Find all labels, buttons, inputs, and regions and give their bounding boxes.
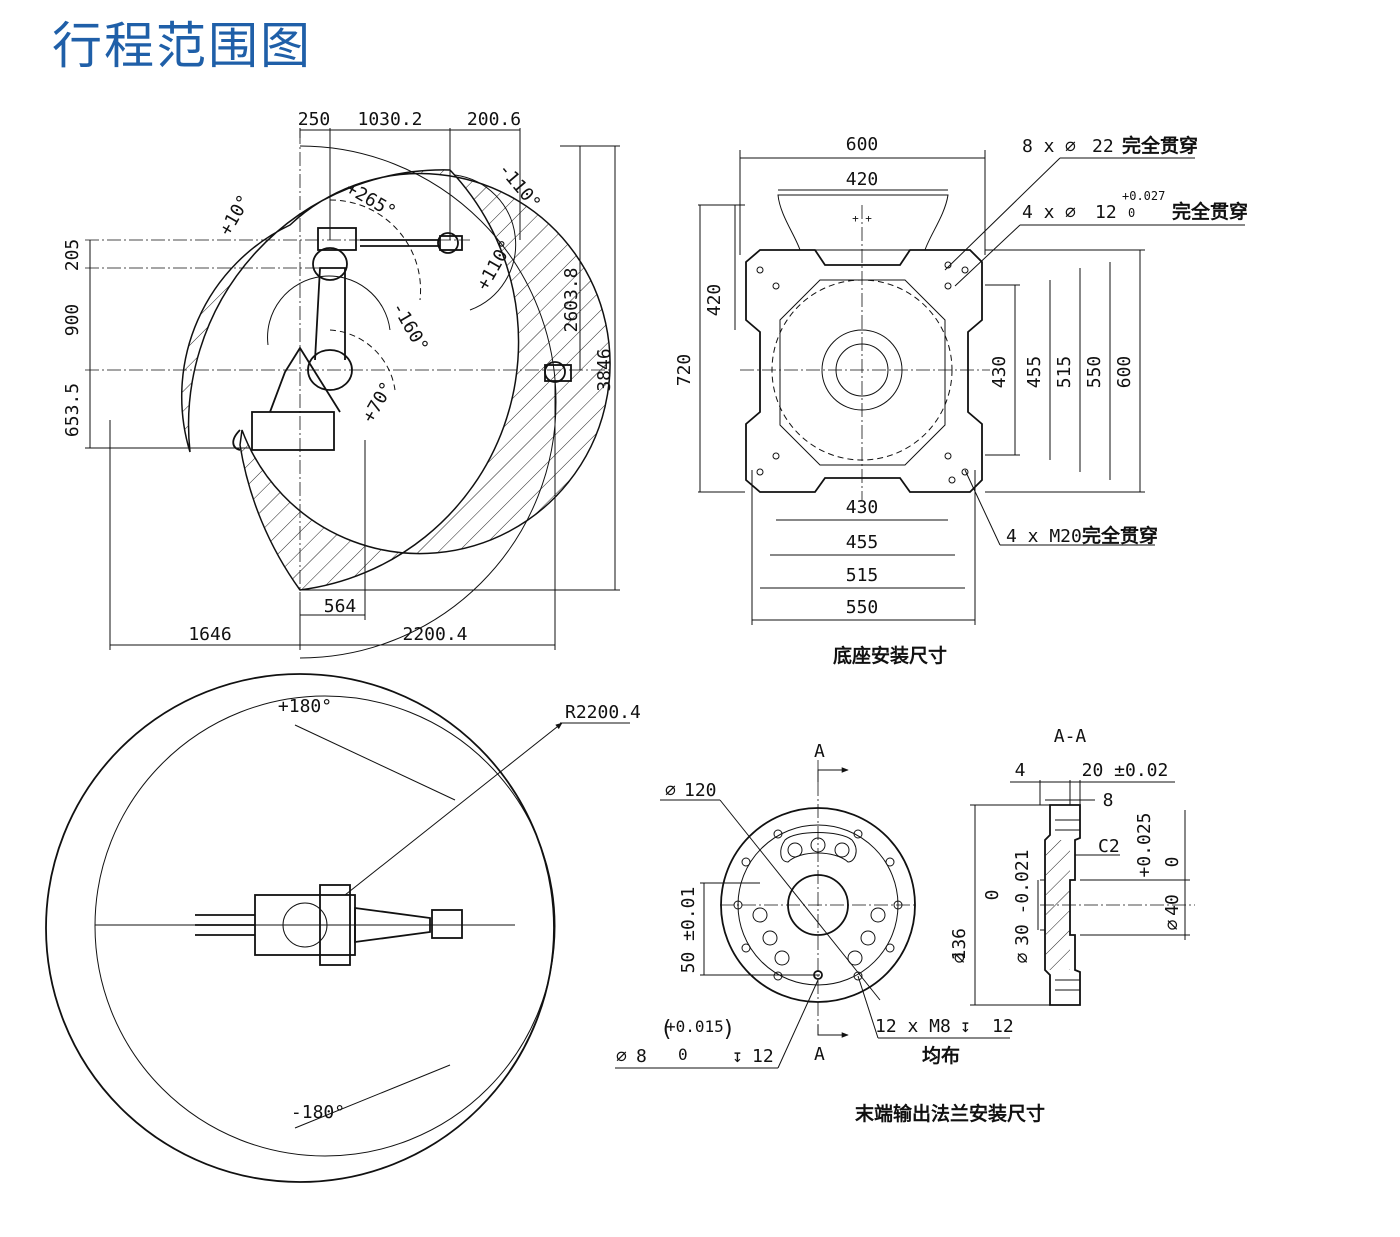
dim-420-top: 420 bbox=[846, 169, 879, 190]
dim-2200-4: 2200.4 bbox=[402, 624, 467, 645]
dim-3846: 3846 bbox=[594, 348, 615, 391]
dim-420-left: 420 bbox=[704, 284, 725, 317]
dim-1030-2: 1030.2 bbox=[357, 109, 422, 130]
note-holes-22-count: 8 x bbox=[1022, 136, 1055, 157]
bracket-left-icon: ( bbox=[660, 1017, 673, 1042]
robot-arm-top bbox=[195, 884, 463, 966]
dim-515-right: 515 bbox=[1054, 356, 1075, 389]
diameter-symbol-icon: ⌀ bbox=[665, 780, 676, 801]
dim-8-label: 8 bbox=[1103, 790, 1114, 811]
flange-section-view: A-A 4 20 ±0.02 8 C2 136 ⌀ 0 -0.021 30 ⌀ … bbox=[949, 726, 1195, 1006]
chamfer-label: C2 bbox=[1098, 836, 1120, 857]
note-holes-12-tol-lower: 0 bbox=[1128, 206, 1135, 220]
dim-430-right: 430 bbox=[989, 356, 1010, 389]
base-mount-dimensions bbox=[698, 150, 1245, 625]
pin-dia-label: 8 bbox=[636, 1046, 647, 1067]
dim-455-bottom: 455 bbox=[846, 532, 879, 553]
angle-plus-70: +70° bbox=[358, 378, 398, 426]
robot-arm-side bbox=[232, 227, 572, 451]
dim-2603-8: 2603.8 bbox=[561, 267, 582, 332]
angle-plus-180: +180° bbox=[278, 696, 332, 717]
section-mark-top: A bbox=[814, 741, 825, 762]
flange-caption: 末端输出法兰安装尺寸 bbox=[855, 1102, 1045, 1125]
note-holes-12-text: 完全贯穿 bbox=[1172, 200, 1248, 223]
dia-40-label: 40 bbox=[1162, 894, 1183, 916]
dim-20-label: 20 ±0.02 bbox=[1082, 760, 1169, 781]
dim-1646: 1646 bbox=[188, 624, 231, 645]
reach-circle-inner bbox=[94, 695, 556, 1157]
dim-900: 900 bbox=[62, 304, 83, 337]
depth-symbol-icon: ↧ bbox=[732, 1046, 743, 1067]
note-holes-12-tol-upper: +0.027 bbox=[1122, 189, 1165, 203]
angle-plus-265: +265° bbox=[342, 178, 399, 223]
dim-200-6: 200.6 bbox=[467, 109, 521, 130]
dim-600-top: 600 bbox=[846, 134, 879, 155]
note-thread-m20-text: 完全贯穿 bbox=[1082, 524, 1158, 547]
thread-note-label: 均布 bbox=[922, 1044, 960, 1067]
dia-40-tol-upper: +0.025 bbox=[1134, 812, 1155, 877]
angle-plus-10: +10° bbox=[215, 191, 255, 239]
angle-minus-160: -160° bbox=[387, 299, 432, 356]
note-thread-m20: 4 x M20 bbox=[1006, 526, 1082, 547]
flange-front-view: A A ⌀ 120 50 ±0.01 ⌀ 8 ( +0.015 0 ) ↧ 12… bbox=[615, 741, 1045, 1125]
pin-depth-label: 12 bbox=[752, 1046, 774, 1067]
dim-653-5: 653.5 bbox=[62, 383, 83, 437]
dim-205: 205 bbox=[62, 239, 83, 272]
dia-136-label: 136 bbox=[949, 928, 970, 961]
dim-4-label: 4 bbox=[1015, 760, 1026, 781]
note-holes-22-dia: 22 bbox=[1092, 136, 1114, 157]
reach-circle-outer bbox=[45, 673, 555, 1183]
dia-30-label: 30 bbox=[1012, 924, 1033, 946]
dim-250: 250 bbox=[298, 109, 331, 130]
dia-120-label: 120 bbox=[684, 780, 717, 801]
base-plate-outline bbox=[745, 249, 983, 493]
note-holes-12-dia: 12 bbox=[1095, 202, 1117, 223]
dim-430-bottom: 430 bbox=[846, 497, 879, 518]
section-mark-bottom: A bbox=[814, 1044, 825, 1065]
pin-tol-lower: 0 bbox=[678, 1045, 688, 1064]
diameter-symbol-icon: ⌀ bbox=[1065, 136, 1076, 157]
diameter-symbol-icon: ⌀ bbox=[1012, 952, 1033, 963]
diameter-symbol-icon: ⌀ bbox=[616, 1046, 627, 1067]
dim-550-right: 550 bbox=[1084, 356, 1105, 389]
base-mount-view: + + bbox=[740, 194, 990, 500]
side-view-dimensions bbox=[85, 128, 620, 650]
page-title: 行程范围图 bbox=[52, 17, 312, 75]
pin-tol-upper: +0.015 bbox=[666, 1017, 724, 1036]
dim-600-right: 600 bbox=[1114, 356, 1135, 389]
radius-label: R2200.4 bbox=[565, 702, 641, 723]
dia-40-tol-lower: 0 bbox=[1162, 857, 1183, 868]
thread-spec-label: 12 x M8 bbox=[875, 1016, 951, 1037]
bracket-right-icon: ) bbox=[722, 1017, 735, 1042]
dim-515-bottom: 515 bbox=[846, 565, 879, 586]
note-holes-22-text: 完全贯穿 bbox=[1122, 134, 1198, 157]
base-mount-labels: 600 420 420 720 430 455 515 550 600 430 … bbox=[674, 134, 1248, 667]
angle-minus-180: -180° bbox=[291, 1102, 345, 1123]
top-view-rotation: +180° -180° R2200.4 bbox=[45, 673, 641, 1183]
thread-depth-label: 12 bbox=[992, 1016, 1014, 1037]
note-holes-12-count: 4 x bbox=[1022, 202, 1055, 223]
dim-564: 564 bbox=[324, 596, 357, 617]
dia-30-tol-upper: 0 bbox=[982, 890, 1003, 901]
dim-550-bottom: 550 bbox=[846, 597, 879, 618]
dim-455-right: 455 bbox=[1024, 356, 1045, 389]
base-mount-caption: 底座安装尺寸 bbox=[833, 644, 947, 667]
diameter-symbol-icon: ⌀ bbox=[1065, 202, 1076, 223]
dim-720-left: 720 bbox=[674, 354, 695, 387]
section-title: A-A bbox=[1054, 726, 1087, 747]
diameter-symbol-icon: ⌀ bbox=[1162, 919, 1183, 930]
dim-50-label: 50 ±0.01 bbox=[678, 887, 699, 974]
diameter-symbol-icon: ⌀ bbox=[949, 952, 970, 963]
dia-30-tol-lower: -0.021 bbox=[1012, 849, 1033, 914]
depth-symbol-icon: ↧ bbox=[960, 1016, 971, 1037]
